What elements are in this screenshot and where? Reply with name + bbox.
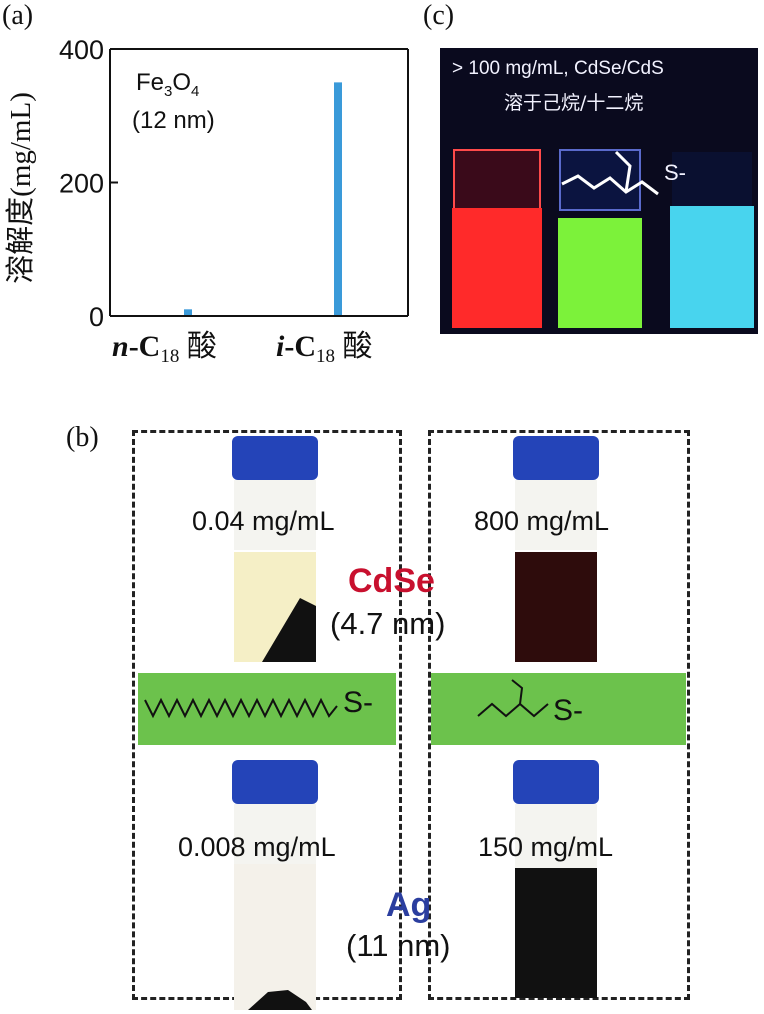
sediment-bottom-left <box>248 990 312 1010</box>
linear-ligand-structure <box>144 697 338 719</box>
sediment-top-left <box>262 598 316 662</box>
ligand-label-c: S- <box>664 160 686 185</box>
bar-2 <box>334 82 342 316</box>
vial-neck-red <box>453 149 541 211</box>
cap-bottom-right <box>513 760 599 804</box>
vial-glass-top-left <box>234 480 316 550</box>
ligand-label-right: S- <box>553 694 583 727</box>
branched-ligand-arm <box>614 150 632 193</box>
cdse-concentration-right: 800 mg/mL <box>474 506 610 536</box>
size-annotation: (12 nm) <box>132 107 215 134</box>
solvent-caption: 溶于己烷/十二烷 <box>504 92 644 114</box>
right-dashed-frame <box>428 430 690 1000</box>
concentration-caption: > 100 mg/mL, CdSe/CdS <box>452 58 664 79</box>
cdse-concentration-left: 0.04 mg/mL <box>192 506 335 536</box>
panel-c-photo: > 100 mg/mL, CdSe/CdS 溶于己烷/十二烷 S- <box>440 48 758 334</box>
vial-green <box>558 218 642 328</box>
cdse-material-label: CdSe <box>348 562 435 600</box>
y-tick-label: 400 <box>59 35 104 65</box>
vial-red <box>452 208 542 328</box>
vial-liquid-top-right <box>515 552 597 662</box>
x-tick-label-n-c18: n-C18 酸 <box>112 330 217 367</box>
vial-glass-top-right <box>515 480 597 550</box>
y-axis-label: 溶解度(mg/mL) <box>4 92 37 284</box>
vial-illustration <box>452 149 754 328</box>
y-tick-group: 0 200 400 <box>59 35 118 332</box>
ligand-label-left: S- <box>343 686 373 719</box>
bar-group <box>184 82 342 316</box>
panel-a-label: (a) <box>2 0 34 31</box>
bar-1 <box>184 309 192 316</box>
x-tick-label-i-c18: i-C18 酸 <box>276 330 373 367</box>
y-tick-label: 200 <box>59 169 104 199</box>
vial-neck-cyan <box>672 152 752 208</box>
branched-ligand-structure <box>561 174 659 196</box>
ag-size-label: (11 nm) <box>346 928 451 963</box>
cdse-size-label: (4.7 nm) <box>330 606 446 641</box>
vial-liquid-bottom-right <box>515 868 597 998</box>
branched-ligand-arm-b <box>511 679 524 705</box>
bar-chart: 0 200 400 溶解度(mg/mL) Fe3O4 (12 nm) n-C18 酸… <box>4 35 409 367</box>
material-annotation: Fe3O4 <box>136 69 199 100</box>
panel-c-label: (c) <box>423 0 455 31</box>
cap-top-right <box>513 436 599 480</box>
ag-concentration-left: 0.008 mg/mL <box>178 832 336 862</box>
y-tick-label: 0 <box>89 302 104 332</box>
ag-material-label: Ag <box>386 886 432 924</box>
vial-liquid-bottom-left <box>234 864 316 1010</box>
vial-glass-bottom-left <box>234 804 316 864</box>
branched-ligand-structure-b <box>477 702 549 718</box>
cap-bottom-left <box>232 760 318 804</box>
ligand-band-right <box>431 673 686 745</box>
ag-concentration-right: 150 mg/mL <box>478 832 614 862</box>
cap-top-left <box>232 436 318 480</box>
panel-b-label: (b) <box>66 422 99 453</box>
vial-cyan <box>670 206 754 328</box>
vial-glass-bottom-right <box>515 804 597 868</box>
